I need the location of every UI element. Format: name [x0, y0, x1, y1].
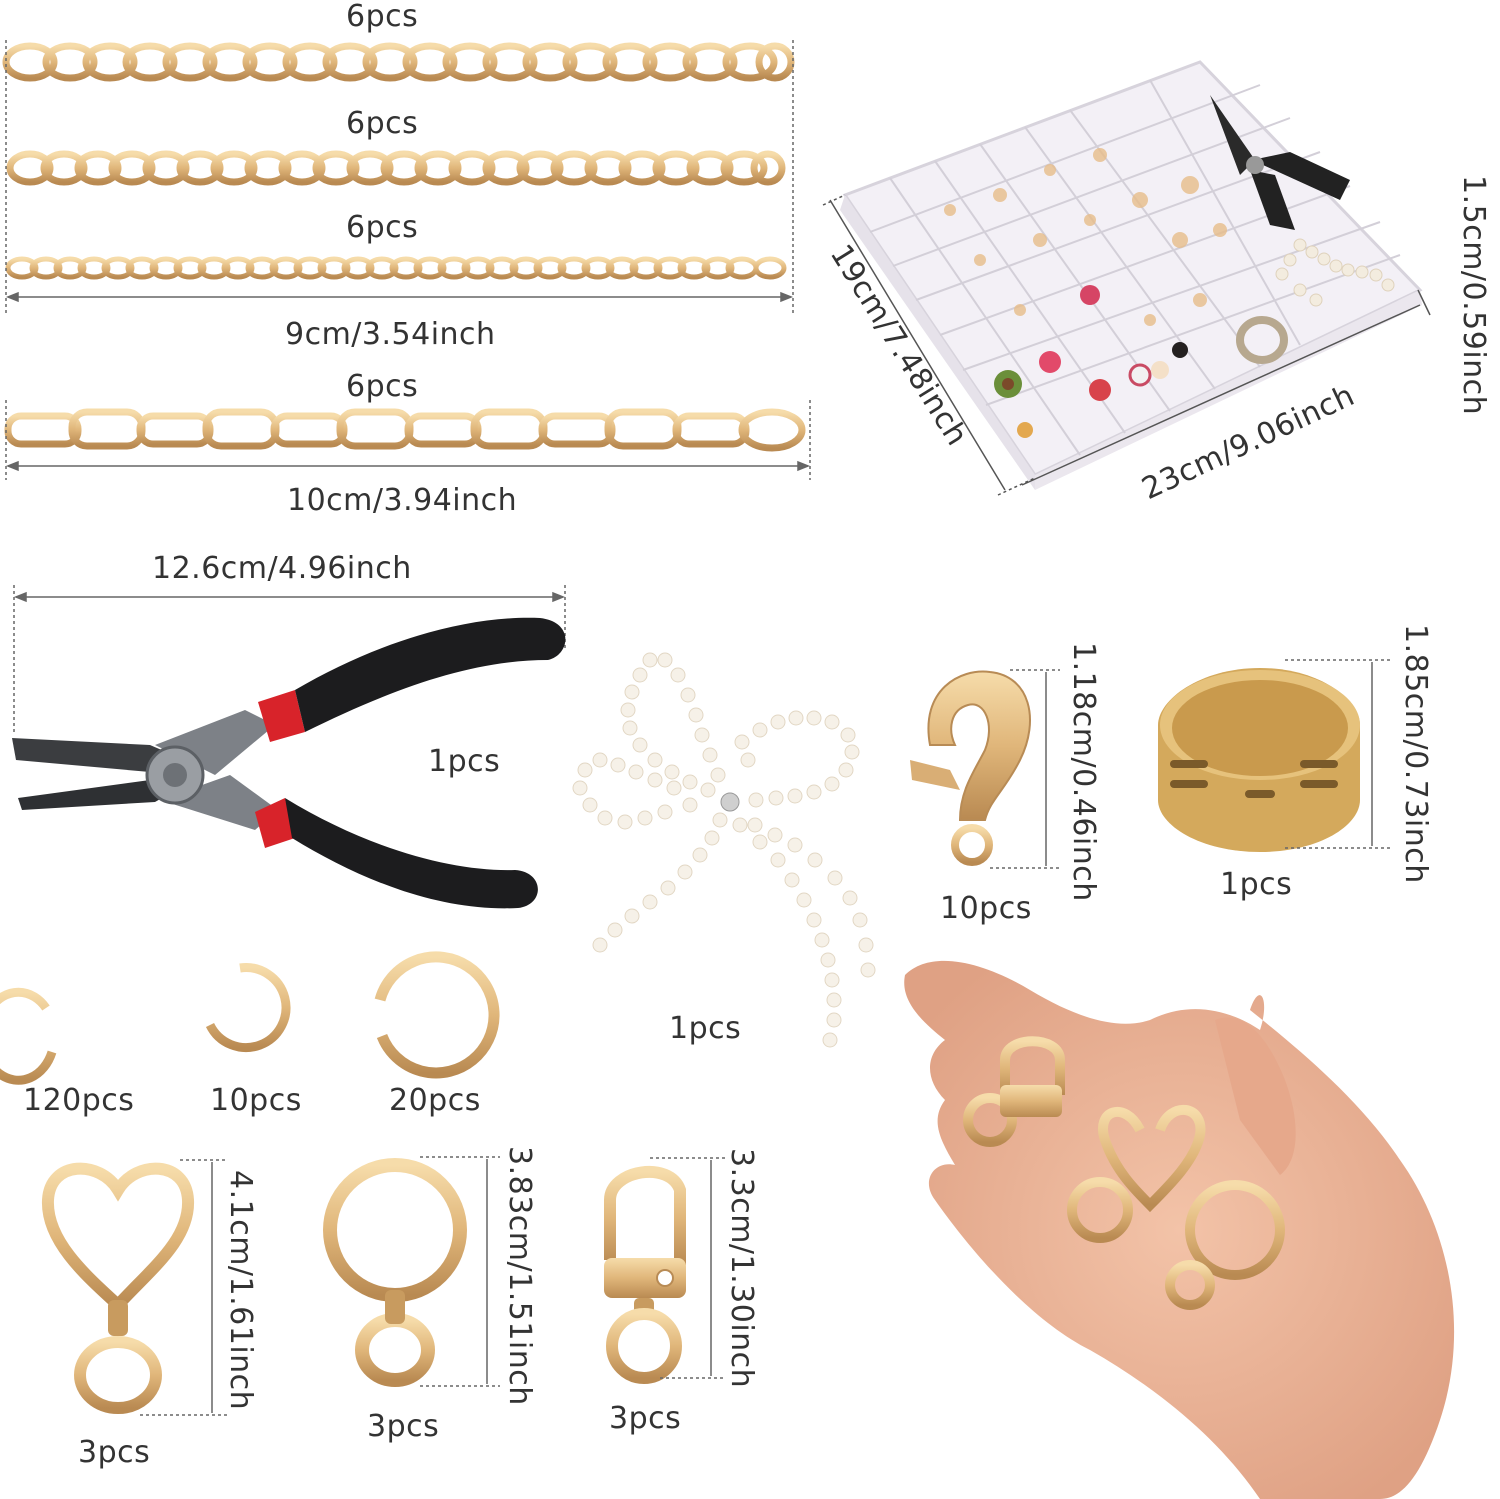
jump-ring-large-quantity: 20pcs — [389, 1083, 481, 1118]
chain-1-quantity: 6pcs — [346, 0, 419, 34]
chain-3 — [5, 256, 787, 280]
chain-2 — [6, 150, 786, 186]
box-height-label: 1.5cm/0.59inch — [1456, 175, 1491, 416]
box-pliers — [1210, 95, 1350, 230]
dimension-box — [822, 194, 1431, 496]
round-clasp-size: 3.83cm/1.51inch — [502, 1146, 537, 1406]
ring-tool-quantity: 1pcs — [1220, 867, 1293, 902]
jump-ring-small-quantity: 120pcs — [23, 1083, 135, 1118]
chain-4-quantity: 6pcs — [346, 369, 419, 404]
chain-3-quantity: 6pcs — [346, 210, 419, 245]
rect-clasp-size: 3.3cm/1.30inch — [724, 1148, 759, 1389]
dimension-rect — [650, 1157, 725, 1379]
chain-2-quantity: 6pcs — [346, 106, 419, 141]
pearl-bow — [572, 652, 876, 1048]
hand-with-clasps — [904, 960, 1455, 1499]
heart-clasp-size: 4.1cm/1.61inch — [223, 1170, 258, 1411]
pearl-bow-quantity: 1pcs — [669, 1011, 742, 1046]
chain-1 — [2, 42, 795, 82]
lobster-clasp-quantity: 10pcs — [940, 891, 1032, 926]
rect-clasp — [604, 1165, 686, 1384]
heart-clasp — [41, 1162, 195, 1414]
jump-ring-small — [0, 987, 57, 1085]
lobster-clasp — [910, 670, 1031, 866]
dimension-ring-tool — [1285, 659, 1390, 849]
lobster-clasp-size: 1.18cm/0.46inch — [1066, 642, 1101, 902]
dimension-heart — [140, 1159, 228, 1416]
ring-tool-size: 1.85cm/0.73inch — [1398, 624, 1433, 884]
storage-box — [840, 60, 1423, 490]
box-pearls — [1275, 238, 1395, 307]
dimension-chain-4 — [5, 400, 811, 480]
round-clasp-swivel — [385, 1290, 405, 1324]
chain-4 — [4, 408, 806, 452]
jump-ring-opener — [1158, 668, 1360, 852]
jump-ring-medium — [205, 963, 291, 1053]
pliers-length: 12.6cm/4.96inch — [152, 551, 412, 586]
heart-clasp-quantity: 3pcs — [78, 1435, 151, 1470]
pliers — [12, 617, 566, 909]
heart-clasp-swivel — [108, 1300, 128, 1336]
round-clasp-quantity: 3pcs — [367, 1409, 440, 1444]
jump-ring-large — [374, 951, 500, 1079]
dimension-lobster — [990, 669, 1060, 869]
pliers-quantity: 1pcs — [428, 744, 501, 779]
round-clasp — [323, 1158, 467, 1387]
dimension-chain-set — [5, 40, 794, 315]
chain-4-length: 10cm/3.94inch — [287, 483, 518, 518]
dimension-round — [420, 1156, 500, 1387]
jump-ring-medium-quantity: 10pcs — [210, 1083, 302, 1118]
chain-set-length: 9cm/3.54inch — [285, 317, 496, 352]
rect-clasp-quantity: 3pcs — [609, 1401, 682, 1436]
